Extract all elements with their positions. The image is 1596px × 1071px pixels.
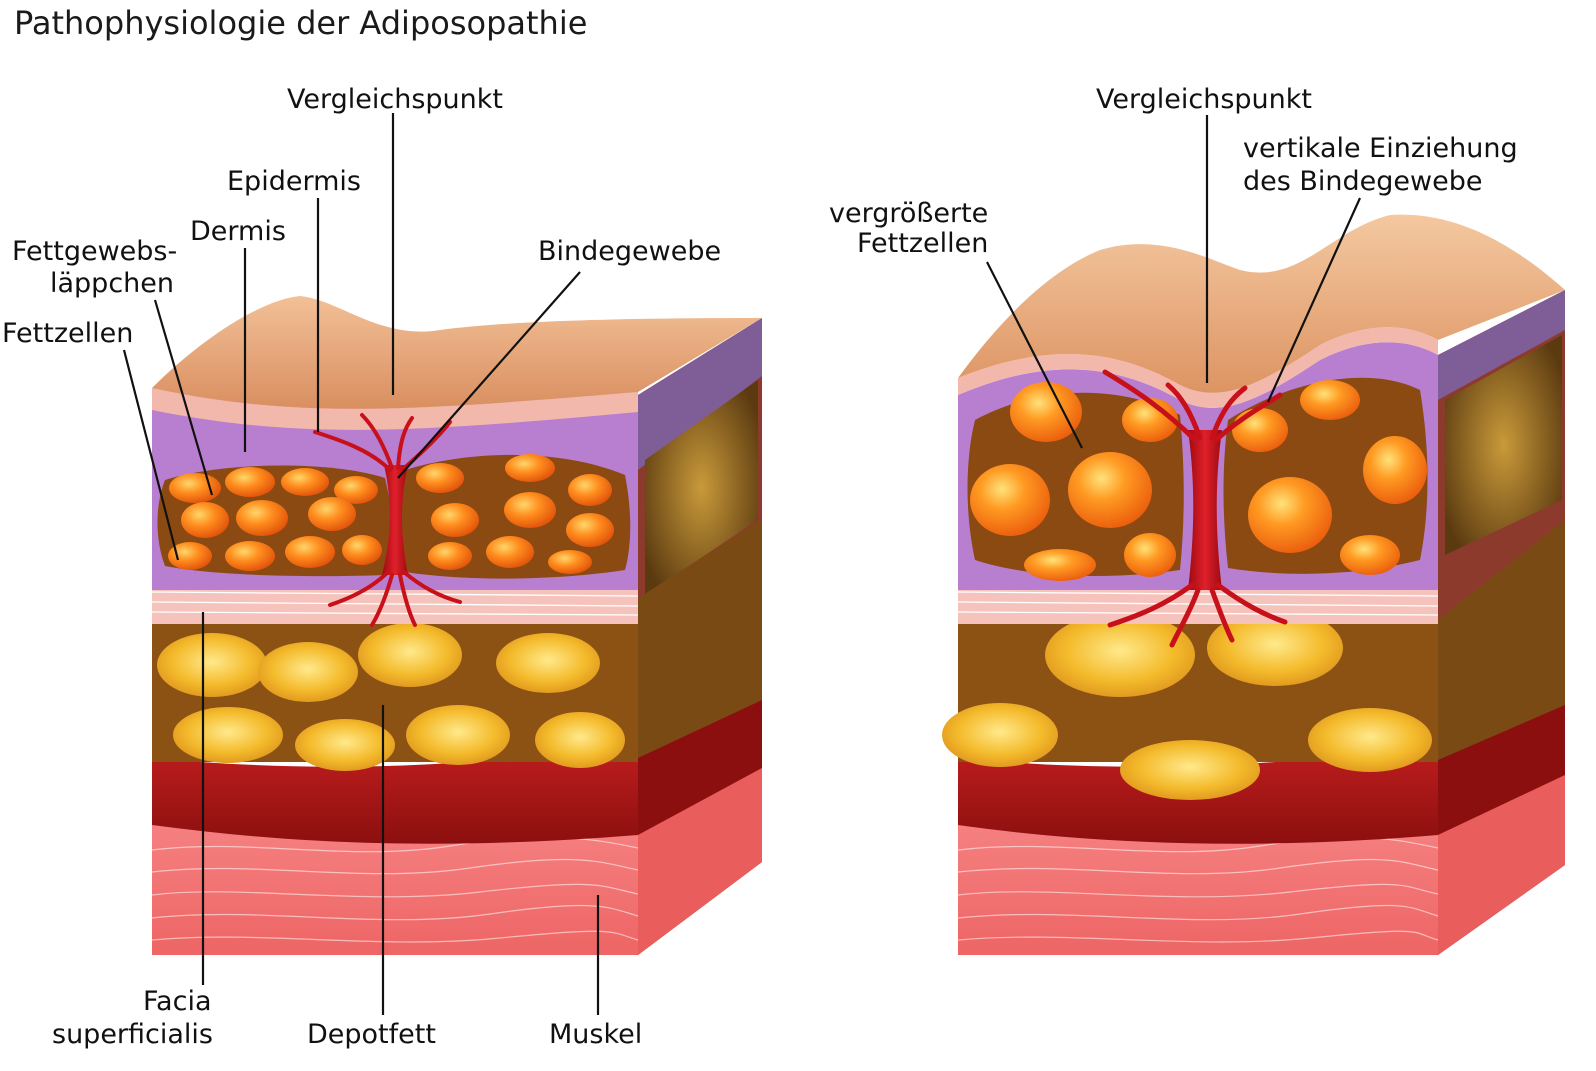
right-side-muscle-band (1438, 705, 1565, 835)
right-epidermis (958, 327, 1438, 408)
label-einziehung-2: des Bindegewebe (1243, 166, 1482, 197)
label-depotfett: Depotfett (307, 1019, 436, 1050)
leader-lines (122, 113, 1362, 1015)
label-facia-1: Facia (143, 986, 212, 1017)
label-muskel: Muskel (549, 1019, 642, 1050)
right-muscle-fibers (957, 836, 1439, 943)
label-einziehung-1: vertikale Einziehung (1243, 133, 1518, 164)
left-muscle-fibers (151, 836, 639, 943)
left-side-depot (638, 520, 762, 758)
left-skin-surface (152, 296, 762, 409)
label-epidermis: Epidermis (227, 166, 361, 197)
left-epidermis (152, 388, 638, 430)
right-skin-surface (958, 214, 1565, 393)
left-fat-cells (168, 454, 614, 574)
label-fettgewebs-2: läppchen (50, 268, 174, 299)
left-side-muscle-band (638, 700, 762, 835)
right-fat-cells (970, 380, 1427, 581)
right-labels: Vergleichspunkt vertikale Einziehung des… (829, 84, 1518, 259)
right-skin-block (942, 214, 1565, 955)
right-side-dermis (1438, 290, 1565, 400)
right-side-fat (1445, 335, 1562, 555)
page-title: Pathophysiologie der Adiposopathie (14, 4, 587, 42)
label-fettzellen: Fettzellen (2, 318, 133, 349)
right-muscle (958, 825, 1438, 955)
label-vergleichspunkt-left: Vergleichspunkt (287, 84, 503, 115)
left-side-fat (645, 380, 758, 595)
left-muscle (152, 825, 638, 955)
right-side-muscle (1438, 775, 1565, 955)
right-side-depot (1438, 520, 1565, 760)
label-vergroesserte-2: Fettzellen (857, 228, 988, 259)
left-muscle-band (152, 745, 638, 844)
left-connective-tissue (313, 413, 462, 627)
label-bindegewebe: Bindegewebe (538, 236, 721, 267)
right-depot-cells (942, 610, 1432, 800)
left-side-dermis (638, 318, 762, 470)
label-vergleichspunkt-right: Vergleichspunkt (1096, 84, 1312, 115)
right-connective-tissue (1102, 369, 1288, 648)
left-labels: Vergleichspunkt Epidermis Dermis Fettgew… (2, 84, 721, 1050)
label-fettgewebs-1: Fettgewebs- (12, 236, 177, 267)
label-vergroesserte-1: vergrößerte (829, 198, 988, 229)
left-depot-cells (157, 623, 625, 771)
label-facia-2: superficialis (52, 1019, 213, 1050)
left-skin-block (151, 296, 762, 955)
label-dermis: Dermis (190, 216, 286, 247)
left-fascia-lines (151, 591, 639, 616)
left-side-muscle (638, 768, 762, 955)
